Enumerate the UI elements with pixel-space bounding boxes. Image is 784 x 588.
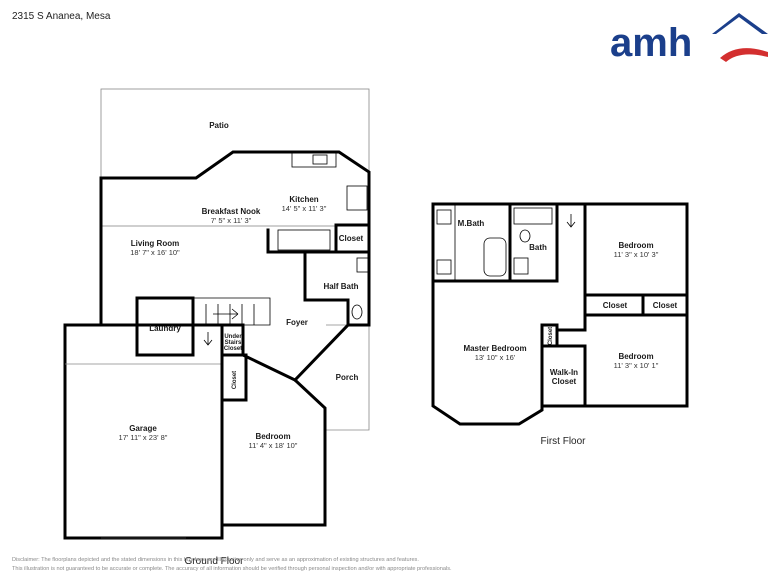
room-label-small-closet: Closet — [548, 327, 554, 345]
disclaimer-line-2: This illustration is not guaranteed to b… — [12, 566, 452, 572]
hall-bath-walls — [508, 202, 559, 283]
kitchen-range-icon — [346, 185, 368, 211]
room-label-walk-in-2: Closet — [552, 377, 577, 386]
room-label-half-bath: Half Bath — [323, 282, 358, 291]
hall-closet-walls — [220, 353, 248, 402]
first-floor-outer-walls — [431, 202, 689, 426]
room-label-walk-in-1: Walk-In — [550, 368, 578, 377]
room-dims-kitchen: 14' 5" x 11' 3" — [282, 204, 327, 213]
room-label-laundry: Laundry — [149, 324, 181, 333]
half-bath-sink-icon — [356, 257, 369, 273]
foyer-angled-wall — [292, 322, 351, 383]
under-stairs-arrow-icon — [203, 332, 213, 346]
first-floor-plan — [431, 202, 689, 426]
master-bath-walls — [431, 202, 512, 283]
stairs-arrow-icon — [213, 308, 239, 320]
room-label-kitchen-closet: Closet — [339, 234, 364, 243]
first-floor-caption: First Floor — [541, 436, 587, 447]
room-label-ground-bedroom: Bedroom — [255, 432, 290, 441]
room-label-patio: Patio — [209, 121, 229, 130]
master-sink-2-icon — [436, 259, 452, 275]
property-address: 2315 S Ananea, Mesa — [12, 11, 111, 22]
room-label-closet-a: Closet — [603, 301, 628, 310]
walk-in-closet-walls — [540, 344, 587, 408]
logo-swoosh-icon — [720, 48, 768, 62]
stair-landing-walls — [555, 202, 587, 332]
room-dims-bedroom-2: 11' 3" x 10' 1" — [614, 361, 659, 370]
room-label-hall-closet: Closet — [232, 371, 238, 389]
kitchen-counter — [291, 152, 337, 168]
kitchen-sink-icon — [312, 154, 328, 165]
patio-area — [100, 88, 370, 227]
bedroom-closets-walls — [583, 293, 689, 317]
room-label-porch: Porch — [336, 373, 359, 382]
room-dims-garage: 17' 11" x 23' 8" — [119, 433, 168, 442]
room-label-master-bedroom: Master Bedroom — [463, 344, 526, 353]
room-dims-breakfast-nook: 7' 5" x 11' 3" — [211, 216, 252, 225]
disclaimer-line-1: Disclaimer: The floorplans depicted and … — [12, 557, 419, 563]
hall-tub-icon — [513, 207, 553, 225]
stairs-outline — [193, 297, 271, 326]
room-label-garage: Garage — [129, 424, 157, 433]
hall-sink-icon — [513, 257, 529, 275]
room-label-breakfast-nook: Breakfast Nook — [202, 207, 261, 216]
room-label-foyer: Foyer — [286, 318, 308, 327]
room-label-kitchen: Kitchen — [289, 195, 318, 204]
first-floor-stairs-arrow-icon — [566, 214, 576, 228]
master-sink-1-icon — [436, 209, 452, 225]
room-dims-living-room: 18' 7" x 16' 10" — [130, 248, 180, 257]
room-dims-master-bedroom: 13' 10" x 16' — [475, 353, 516, 362]
logo-text: amh — [610, 21, 692, 65]
room-label-under-stairs-2: Stairs — [225, 340, 242, 346]
room-label-hall-bath: Bath — [529, 243, 547, 252]
kitchen-island — [277, 229, 331, 251]
amh-logo: amh — [610, 13, 768, 65]
room-label-master-bath: M.Bath — [458, 219, 485, 228]
room-label-bedroom-2: Bedroom — [618, 352, 653, 361]
garage-walls — [63, 323, 224, 540]
laundry-walls — [135, 296, 195, 357]
logo-roof-icon — [712, 13, 768, 34]
hall-toilet-icon — [519, 229, 531, 243]
ground-floor-plan — [63, 88, 371, 540]
room-label-bedroom-1: Bedroom — [618, 241, 653, 250]
room-dims-ground-bedroom: 11' 4" x 18' 10" — [249, 441, 298, 450]
ground-floor-caption: Ground Floor — [185, 556, 245, 567]
room-label-living-room: Living Room — [131, 239, 179, 248]
room-label-under-stairs-1: Under — [224, 334, 242, 340]
room-label-closet-b: Closet — [653, 301, 678, 310]
stairs-steps — [205, 304, 255, 325]
room-label-under-stairs-3: Closet — [224, 346, 242, 352]
toilet-icon — [351, 304, 363, 320]
ground-bedroom-walls — [220, 353, 327, 527]
room-dims-bedroom-1: 11' 3" x 10' 3" — [614, 250, 659, 259]
master-tub-icon — [483, 237, 507, 277]
